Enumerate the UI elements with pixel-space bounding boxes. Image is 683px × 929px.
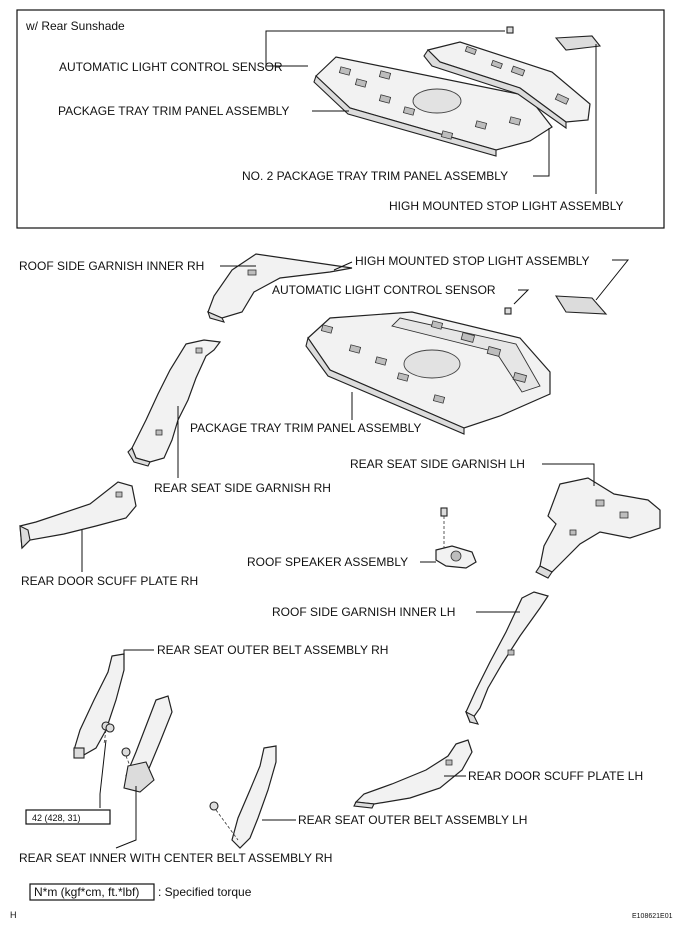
label-scuff-rh: REAR DOOR SCUFF PLATE RH [21, 574, 198, 588]
label-roof-speaker: ROOF SPEAKER ASSEMBLY [247, 555, 408, 569]
legend-unit-box: N*m (kgf*cm, ft.*lbf) [34, 885, 139, 899]
section-letter: H [10, 910, 17, 920]
scuff-plate-rh-part [19, 481, 137, 550]
stop-light-part [554, 295, 608, 315]
roof-side-garnish-lh-part [464, 591, 549, 725]
label-stop-light: HIGH MOUNTED STOP LIGHT ASSEMBLY [355, 254, 590, 268]
inset-no2-package-tray-part [423, 41, 591, 130]
legend-description: : Specified torque [158, 885, 252, 899]
label-outer-belt-rh: REAR SEAT OUTER BELT ASSEMBLY RH [157, 643, 388, 657]
rear-seat-side-garnish-rh-part [127, 339, 222, 467]
inset-label-auto-sensor: AUTOMATIC LIGHT CONTROL SENSOR [59, 60, 283, 74]
label-scuff-lh: REAR DOOR SCUFF PLATE LH [468, 769, 643, 783]
inset-frame [16, 9, 665, 229]
label-auto-sensor: AUTOMATIC LIGHT CONTROL SENSOR [272, 283, 496, 297]
figure-code: E108621E01 [632, 913, 673, 920]
outer-belt-lh-part [209, 745, 277, 849]
scuff-plate-lh-part [353, 739, 473, 809]
inset-package-tray-part [313, 56, 553, 157]
torque-value: 42 (428, 31) [32, 813, 81, 823]
torque-box: 42 (428, 31) [25, 809, 111, 825]
inset-stop-light-part [554, 35, 602, 51]
torque-legend: N*m (kgf*cm, ft.*lbf) : Specified torque [29, 883, 252, 901]
label-roof-side-lh: ROOF SIDE GARNISH INNER LH [272, 605, 455, 619]
inset-title: w/ Rear Sunshade [25, 19, 125, 33]
label-package-tray: PACKAGE TRAY TRIM PANEL ASSEMBLY [190, 421, 421, 435]
label-inner-belt-rh: REAR SEAT INNER WITH CENTER BELT ASSEMBL… [19, 851, 332, 865]
label-rear-seat-side-rh: REAR SEAT SIDE GARNISH RH [154, 481, 331, 495]
roof-speaker-part [435, 507, 477, 569]
label-outer-belt-lh: REAR SEAT OUTER BELT ASSEMBLY LH [298, 813, 527, 827]
roof-side-garnish-rh-part [207, 253, 353, 323]
inset-label-stop-light: HIGH MOUNTED STOP LIGHT ASSEMBLY [389, 199, 624, 213]
outer-belt-rh-part [73, 653, 125, 759]
label-roof-side-garnish-rh: ROOF SIDE GARNISH INNER RH [19, 259, 204, 273]
inner-belt-rh-part [121, 695, 173, 793]
inset-label-package-tray: PACKAGE TRAY TRIM PANEL ASSEMBLY [58, 104, 289, 118]
inset-label-no2-package-tray: NO. 2 PACKAGE TRAY TRIM PANEL ASSEMBLY [242, 169, 508, 183]
package-tray-part [305, 311, 551, 435]
rear-seat-side-garnish-lh-part [535, 477, 661, 579]
torque-bolt-part [105, 723, 115, 733]
inset-sensor-part [506, 26, 514, 34]
sensor-part [504, 307, 512, 315]
label-rear-seat-side-lh: REAR SEAT SIDE GARNISH LH [350, 457, 525, 471]
